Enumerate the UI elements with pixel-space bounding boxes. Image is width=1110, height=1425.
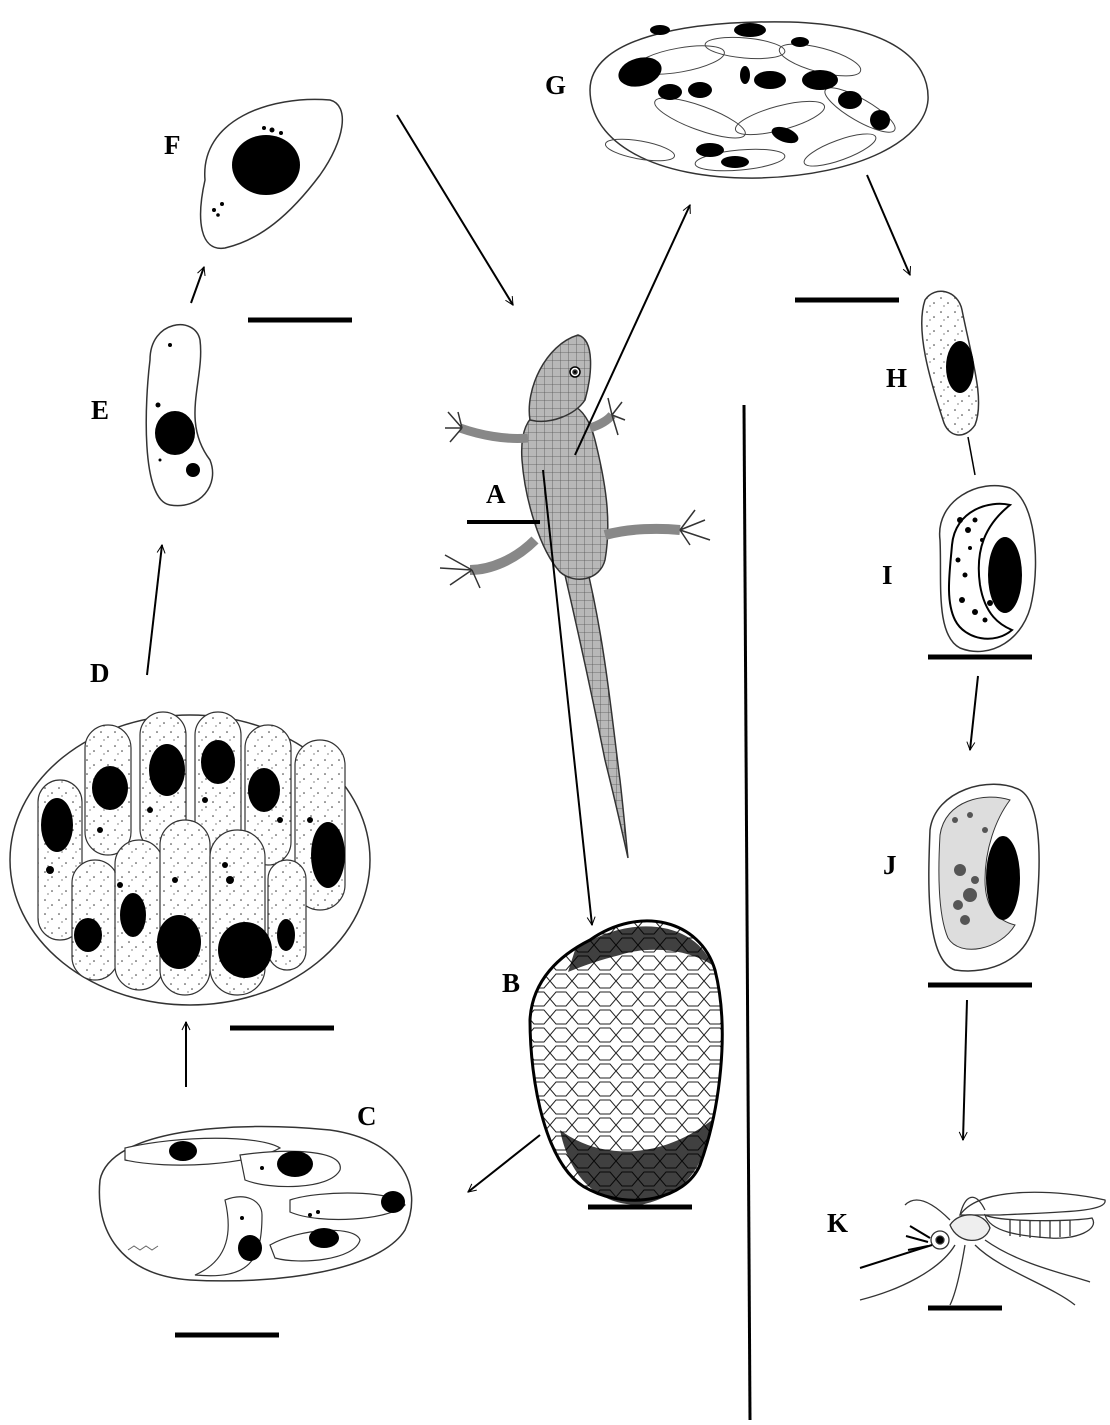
- label-d: D: [90, 660, 110, 687]
- stage-f-merozoite: [201, 99, 343, 248]
- arrow-d-to-e: [147, 545, 162, 675]
- label-h: H: [886, 365, 907, 392]
- label-j: J: [883, 852, 897, 879]
- arrow-f-to-a: [397, 115, 513, 305]
- lizard-illustration: [440, 335, 710, 858]
- arrow-a-to-g: [575, 205, 690, 455]
- label-e: E: [91, 397, 109, 424]
- label-k: K: [827, 1210, 848, 1237]
- stage-e-merozoite: [146, 325, 212, 506]
- connector-h-i: [968, 437, 975, 475]
- arrow-j-to-k: [963, 1000, 967, 1140]
- stage-g-macromeront: [590, 22, 928, 178]
- stage-k-mosquito: [860, 1192, 1105, 1305]
- arrow-i-to-j: [970, 676, 978, 750]
- stage-h-gametocyte: [922, 291, 979, 435]
- arrow-e-to-f: [191, 267, 204, 303]
- arrow-b-to-c: [468, 1135, 540, 1192]
- stage-c-meront: [99, 1127, 411, 1281]
- stage-d-meront: [10, 712, 370, 1005]
- label-g: G: [545, 72, 566, 99]
- label-b: B: [502, 970, 520, 997]
- arrow-g-to-h: [867, 175, 910, 275]
- stage-j-gametocyte: [929, 784, 1039, 971]
- stage-b-cyst: [530, 921, 722, 1205]
- label-f: F: [164, 132, 181, 159]
- panel-divider: [744, 405, 750, 1420]
- stage-i-gametocyte: [940, 486, 1036, 652]
- label-a: A: [486, 481, 506, 508]
- label-i: I: [882, 562, 893, 589]
- label-c: C: [357, 1103, 377, 1130]
